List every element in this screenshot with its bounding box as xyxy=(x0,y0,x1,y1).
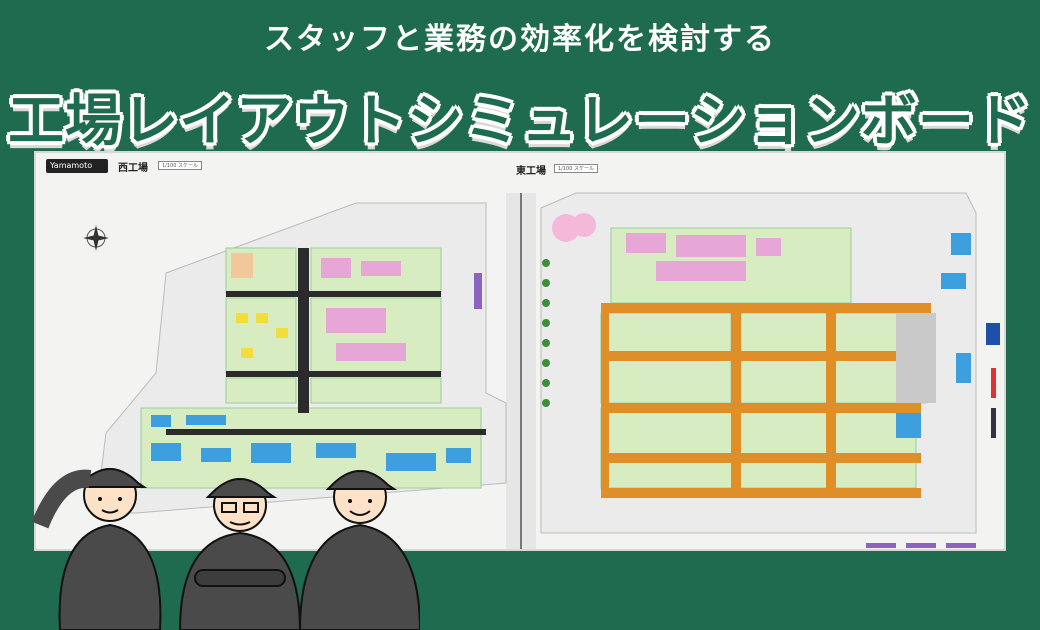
subtitle: スタッフと業務の効率化を検討する xyxy=(264,22,776,57)
compass-rose-icon xyxy=(83,225,109,251)
factory-map xyxy=(83,192,1000,549)
east-factory-label: 東工場 xyxy=(516,166,546,177)
worker-2 xyxy=(178,478,302,630)
east-scale-label: 1/100 スケール xyxy=(554,164,598,173)
west-scale-label: 1/100 スケール xyxy=(158,161,202,170)
workers-illustration xyxy=(31,468,420,630)
page-title: 工場レイアウトシミュレーションボード xyxy=(8,89,1032,154)
west-factory-label: 西工場 xyxy=(118,163,148,174)
worker-1 xyxy=(31,468,162,630)
worker-3 xyxy=(298,470,420,630)
layout-board: Yamamoto 西工場 1/100 スケール 東工場 1/100 スケール xyxy=(34,151,1006,551)
brand-logo: Yamamoto xyxy=(46,159,108,173)
